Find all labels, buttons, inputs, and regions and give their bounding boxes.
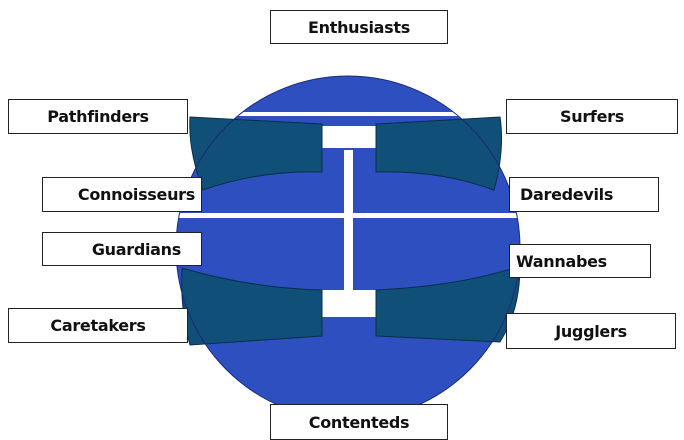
cap-gap-top: [176, 112, 520, 116]
label-surfers: Surfers: [506, 99, 678, 134]
label-daredevils: Daredevils: [509, 177, 659, 212]
label-enthusiasts: Enthusiasts: [270, 10, 448, 44]
label-jugglers: Jugglers: [506, 313, 676, 349]
label-pathfinders: Pathfinders: [8, 99, 188, 134]
label-guardians: Guardians: [42, 232, 202, 266]
i-beam-bottom: [322, 290, 376, 316]
label-caretakers: Caretakers: [8, 308, 188, 343]
label-wannabes: Wannabes: [509, 244, 651, 278]
i-beam-top: [322, 126, 376, 148]
label-contenteds: Contenteds: [270, 404, 448, 440]
vertical-divider: [344, 150, 353, 310]
label-connoisseurs: Connoisseurs: [42, 177, 202, 212]
